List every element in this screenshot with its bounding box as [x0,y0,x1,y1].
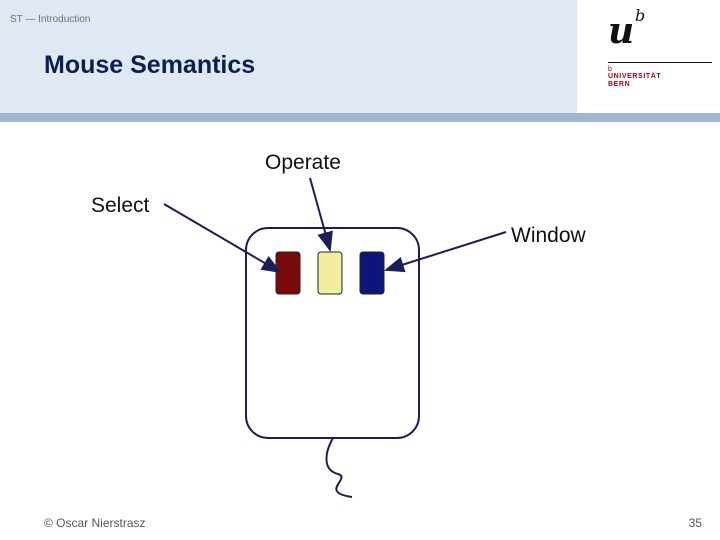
middle-button [317,251,343,295]
logo-line2: BERN [608,81,631,88]
operate-arrow [309,177,333,252]
mouse-cable [325,437,353,498]
select-label: Select [91,194,150,217]
copyright: © Oscar Nierstrasz [44,516,146,530]
university-logo: u b b UNIVERSITÄT BERN [577,0,720,113]
course-label: ST — Introduction [10,14,91,25]
logo-superscript: b [608,66,612,73]
operate-label: Operate [265,151,341,174]
window-label: Window [511,224,586,247]
header-rule [0,113,720,122]
logo-u: u [608,10,635,52]
logo-divider [608,62,712,63]
logo-line1: UNIVERSITÄT [608,73,662,80]
right-button [359,251,385,295]
window-arrow [384,231,507,273]
header-band [0,0,577,113]
page-number: 35 [688,516,702,530]
slide-title: Mouse Semantics [44,51,256,79]
logo-text: UNIVERSITÄT BERN [608,73,661,89]
left-button [275,251,301,295]
select-arrow [163,203,282,274]
logo-b: b [635,6,646,25]
